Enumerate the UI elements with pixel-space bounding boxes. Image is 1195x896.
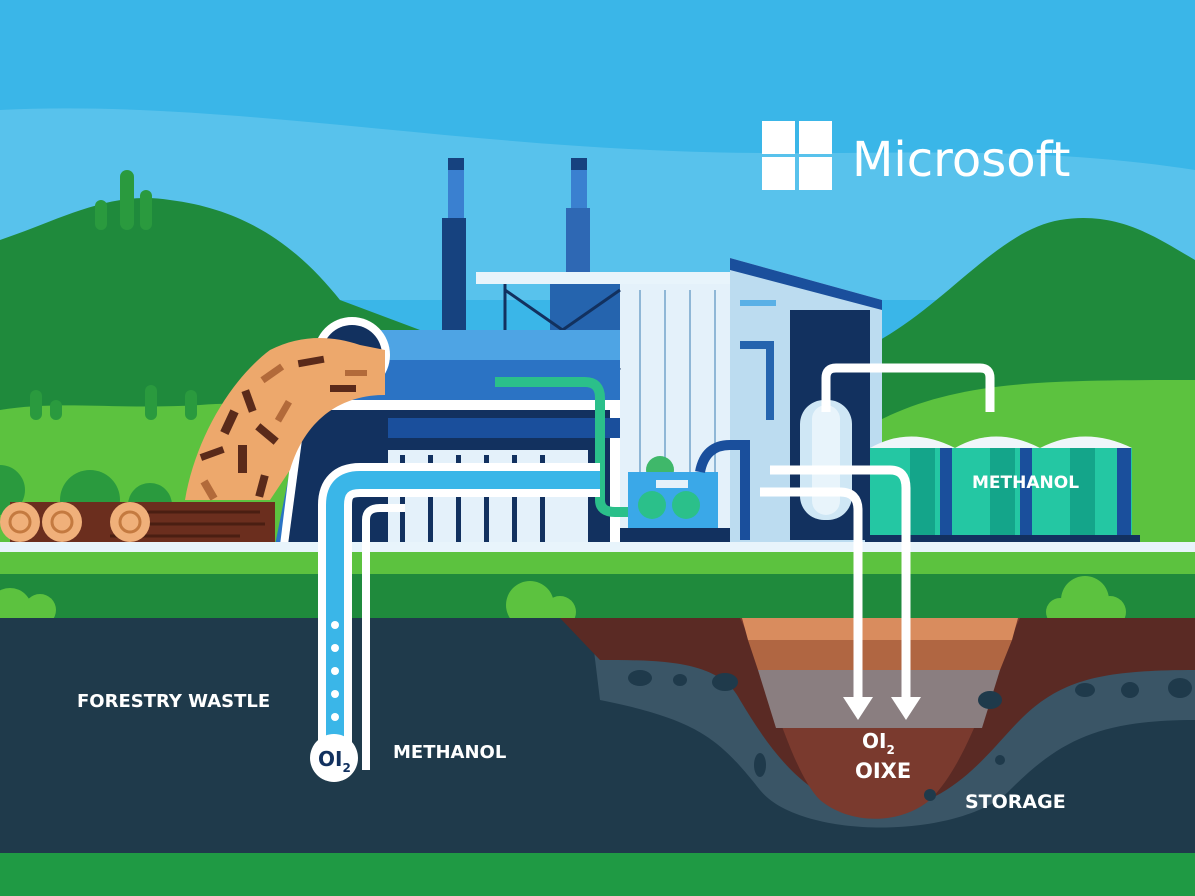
down-arrow-icon [843, 697, 873, 720]
well-badge [310, 734, 358, 782]
well-badge-text: OI2 [318, 747, 351, 775]
white-pipe-overhead [821, 363, 995, 412]
storage-formula-label: OI2 [862, 729, 895, 757]
grass-top [0, 552, 1195, 574]
down-arrow-icon [891, 697, 921, 720]
storage-label: STORAGE [965, 791, 1066, 813]
sky-band [0, 108, 1195, 300]
logo-wordmark: Microsoft [852, 132, 1070, 188]
log-end [0, 502, 150, 542]
storage-band-mid [748, 640, 1012, 670]
wood-chip-pile [185, 338, 385, 501]
microsoft-logo: Microsoft [762, 121, 1070, 190]
methanol-tanks: METHANOL [865, 436, 1140, 545]
rock-pebbles [628, 670, 1192, 801]
bottom-grass [0, 853, 1195, 896]
forestry-waste-label: FORESTRY WASTLE [77, 691, 270, 712]
storage-oxide-label: OIXE [855, 759, 911, 783]
storage-band-gray [758, 670, 1000, 728]
logs [0, 502, 275, 542]
tree-silhouettes [95, 170, 152, 230]
co2-injection-arrows [760, 465, 921, 720]
chimneys [442, 158, 590, 330]
compressor-unit [620, 440, 750, 545]
storage-band-top [742, 618, 1018, 640]
green-pipe [495, 377, 640, 517]
tanks-methanol-label: METHANOL [972, 473, 1079, 493]
windows-logo-icon [762, 121, 832, 190]
injection-well: OI2 [310, 463, 600, 782]
ground-platform [0, 542, 1195, 552]
methanol-label: METHANOL [393, 742, 506, 763]
